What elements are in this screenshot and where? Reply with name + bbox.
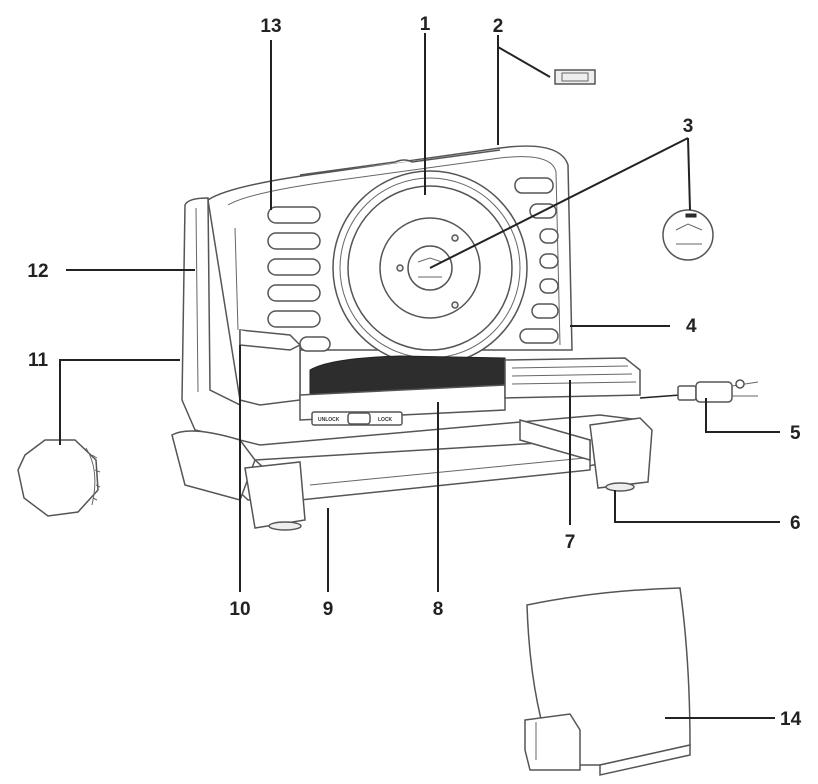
callout-11: 11 <box>28 350 49 371</box>
callout-4: 4 <box>686 316 697 337</box>
callout-12: 12 <box>27 261 48 282</box>
callout-6: 6 <box>790 513 801 534</box>
safety-guard <box>524 587 691 776</box>
carriage-tray: UNLOCK LOCK <box>299 355 506 426</box>
blade-center-detail <box>662 209 714 261</box>
thickness-knob <box>17 439 101 517</box>
callout-labels: 1 2 3 4 5 6 7 8 9 10 11 12 13 14 <box>27 14 801 730</box>
callout-5: 5 <box>790 423 801 444</box>
tray <box>253 419 591 501</box>
slicer-body: UNLOCK LOCK <box>171 145 759 531</box>
switch-detail <box>554 69 596 85</box>
switch-unlock-label: UNLOCK <box>318 417 340 423</box>
callout-10: 10 <box>229 599 250 620</box>
slice-platform <box>504 357 641 399</box>
callout-2: 2 <box>493 16 504 37</box>
callout-3: 3 <box>683 116 694 137</box>
callout-14: 14 <box>780 709 802 730</box>
callout-13: 13 <box>260 16 281 37</box>
callout-8: 8 <box>433 599 444 620</box>
callout-7: 7 <box>565 532 576 553</box>
callout-9: 9 <box>323 599 334 620</box>
feet <box>589 417 653 492</box>
vent-slots <box>267 206 331 352</box>
callout-1: 1 <box>420 14 431 35</box>
food-carriage <box>234 227 301 406</box>
switch-lock-label: LOCK <box>378 417 393 423</box>
leader-lines <box>59 33 780 719</box>
power-cord <box>639 379 759 403</box>
